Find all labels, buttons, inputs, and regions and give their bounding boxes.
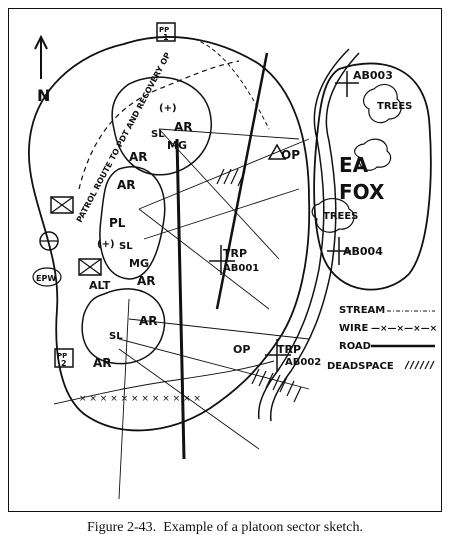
position-mg-2: MG [129, 257, 149, 270]
position-sl-1: SL [151, 129, 165, 140]
svg-text:—×—×—×—×: —×—×—×—× [371, 324, 437, 334]
op-label-2: OP [233, 343, 250, 356]
legend: STREAM WIRE —×—×—×—× ROAD DEADSPACE [327, 305, 437, 372]
alt-label: ALT [89, 279, 111, 292]
position-ar-1: AR [174, 120, 193, 134]
trp-label-2: TRP [277, 343, 301, 356]
platoon-cp-symbol [50, 196, 74, 214]
epw-label: EPW [36, 274, 56, 283]
figure-number: Figure 2-43. [86, 520, 157, 535]
position-pl: PL [109, 216, 126, 230]
wire-obstacle-2 [193, 38, 270, 130]
passage-point-1: PP 1 [156, 22, 176, 42]
platoon-sector-sketch: N EA FOX AB003 AB004 TRP AB001 TRP AB002 [28, 22, 437, 500]
road-1 [175, 138, 186, 460]
target-ref-ab003: AB003 [335, 69, 393, 97]
north-label: N [37, 86, 50, 105]
target-ref-ab004-label: AB004 [343, 245, 383, 258]
position-ar-4: AR [137, 274, 156, 288]
aid-station-symbol [39, 231, 59, 251]
road-2 [215, 52, 269, 310]
pp1-num: 1 [163, 33, 169, 42]
passage-point-2: PP 2 [54, 348, 74, 368]
target-ref-ab002-label: AB002 [285, 357, 321, 368]
svg-text:× × × × × × × × × × × ×: × × × × × × × × × × × × [79, 394, 201, 404]
position-sl-3: SL [109, 331, 123, 342]
trees-label-1: TREES [377, 101, 412, 112]
target-ref-ab004: AB004 [327, 237, 383, 265]
position-sl-2: SL [119, 241, 133, 252]
alt-position-symbol: ALT [78, 258, 111, 292]
deadspace-hatch [216, 168, 302, 403]
position-ar-5: AR [139, 314, 158, 328]
pp2-num: 2 [61, 359, 67, 368]
target-ref-ab001-label: AB001 [223, 263, 259, 274]
position-plus-1: (+) [159, 103, 177, 114]
position-ar-6: AR [93, 356, 112, 370]
pp1-label: PP [159, 26, 169, 34]
sector-boundary [28, 36, 311, 432]
figure-caption: Figure 2-43. Example of a platoon sector… [0, 520, 450, 536]
target-ref-ab002: TRP AB002 [265, 339, 321, 371]
squad-area-3 [81, 288, 166, 365]
engagement-area-label-1: EA [339, 153, 369, 177]
engagement-area-oval [313, 62, 432, 291]
figure-title: Example of a platoon sector sketch. [163, 520, 364, 535]
trees-label-2: TREES [323, 211, 358, 222]
target-ref-ab003-label: AB003 [353, 69, 393, 82]
position-ar-2: AR [129, 150, 148, 164]
pp2-label: PP [57, 352, 67, 360]
trees-2: TREES [311, 197, 358, 233]
stream [257, 48, 360, 422]
op-symbol-1: OP [267, 143, 300, 162]
position-ar-3: AR [117, 178, 136, 192]
sector-fire-lines [118, 128, 310, 500]
epw-symbol: EPW [32, 267, 62, 287]
legend-stream-label: STREAM [339, 305, 385, 316]
engagement-area-label-2: FOX [339, 180, 385, 204]
wire-obstacle: × × × × × × × × × × × × [53, 360, 275, 405]
squad-area-2 [99, 166, 166, 280]
op-symbol-2: OP [233, 343, 250, 356]
figure-frame: N EA FOX AB003 AB004 TRP AB001 TRP AB002 [8, 8, 442, 512]
north-arrow: N [34, 34, 50, 105]
legend-road-label: ROAD [339, 341, 371, 352]
patrol-route [78, 60, 240, 190]
legend-wire-label: WIRE [339, 323, 368, 334]
legend-deadspace-label: DEADSPACE [327, 361, 394, 372]
target-ref-ab001: TRP AB001 [209, 245, 259, 275]
op-label-1: OP [281, 148, 300, 162]
position-mg-1: MG [167, 139, 187, 152]
position-plus-2: (+) [97, 239, 115, 250]
trees-1: TREES [354, 84, 412, 171]
